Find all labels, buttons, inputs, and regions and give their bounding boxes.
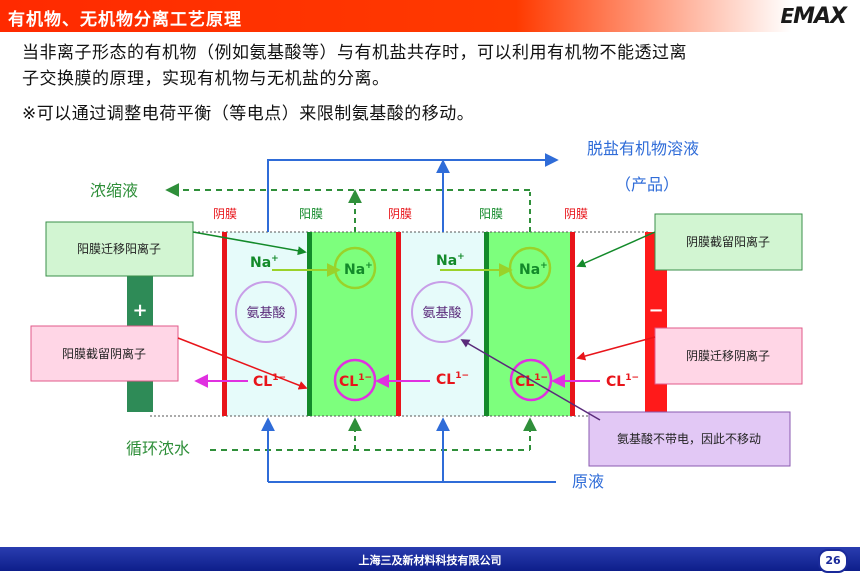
anode-sign: + [132,300,147,321]
amino-acid-label-2: 氨基酸 [422,306,461,321]
cathode-sign: − [648,300,663,321]
callout-anion-blocks-cation [654,213,803,271]
callout-anion-migrates-text: 阴膜迁移阴离子 [686,348,770,363]
concentrate-label: 浓缩液 [90,181,138,200]
logo-prefix: E [780,4,794,28]
anion-membrane-2 [396,232,401,416]
membrane-label-4: 阳膜 [479,207,503,221]
page-number: 26 [818,549,848,573]
membrane-label-3: 阴膜 [388,207,412,221]
cl-ion-label-1: CL1− [339,373,372,390]
na-ion-circle-2 [508,246,552,290]
product-sub-label: （产品） [615,175,679,194]
cl-ion-circle-1 [333,358,377,402]
membrane-label-5: 阴膜 [564,207,588,221]
callout-amino-neutral [588,411,791,467]
callout-cation-migrates [45,221,194,277]
na-ion-circle-1 [333,246,377,290]
callout-anion-migrates-pointer [576,336,656,361]
amino-acid-label-1: 氨基酸 [246,306,285,321]
callout-amino-neutral-text: 氨基酸不带电，因此不移动 [617,431,761,446]
callout-cation-blocked [30,325,179,382]
membrane-label-1: 阴膜 [213,207,237,221]
amino-acid-circle-2 [411,281,473,343]
na-ion-label-2: Na+ [344,261,373,278]
callout-amino-neutral-pointer [460,339,601,421]
cl-ion-circle-2 [509,358,553,402]
cation-membrane-2 [484,232,489,416]
amino-acid-circle-1 [235,281,297,343]
membrane-label-2: 阳膜 [299,207,323,221]
product-outlet-arrow [267,153,559,232]
callout-anion-blocks-cation-pointer [576,231,656,268]
na-ion-label-4: Na+ [519,261,548,278]
diluate-cell-1 [226,232,310,416]
company-name: 上海三及新材料科技有限公司 [358,554,502,567]
callout-anion-migrates [654,327,803,385]
cl-ion-label-5: CL1− [606,373,639,390]
circulation-label: 循环浓水 [126,439,190,458]
callout-cation-blocked-pointer [177,337,308,390]
callout-cation-blocked-text: 阳膜截留阴离子 [62,346,146,361]
cation-membrane-1 [307,232,312,416]
cl-ion-label-2: CL1− [515,373,548,390]
title-bar: 有机物、无机物分离工艺原理 EMAX [0,0,860,32]
intro-line-1: 当非离子形态的有机物（例如氨基酸等）与有机盐共存时，可以利用有机物不能透过离 [22,43,687,63]
na-ion-label-1: Na+ [250,254,279,271]
footer-bar: 上海三及新材料科技有限公司 [0,547,860,571]
na-ion-label-3: Na+ [436,252,465,269]
anion-membrane-3 [570,232,575,416]
callout-anion-blocks-cation-text: 阴膜截留阳离子 [686,234,770,249]
intro-note: ※可以通过调整电荷平衡（等电点）来限制氨基酸的移动。 [22,104,475,124]
company-logo: EMAX [780,4,847,29]
intro-line-2: 子交换膜的原理，实现有机物与无机盐的分离。 [22,69,390,89]
page-title: 有机物、无机物分离工艺原理 [8,10,242,30]
cl-ion-label-4: CL1− [436,371,469,388]
logo-main: MAX [793,4,847,29]
feed-label: 原液 [572,472,604,491]
anion-membrane-1 [222,232,227,416]
callout-cation-migrates-text: 阳膜迁移阳离子 [77,241,161,256]
callout-cation-migrates-pointer [192,231,307,256]
product-label: 脱盐有机物溶液 [587,139,699,158]
